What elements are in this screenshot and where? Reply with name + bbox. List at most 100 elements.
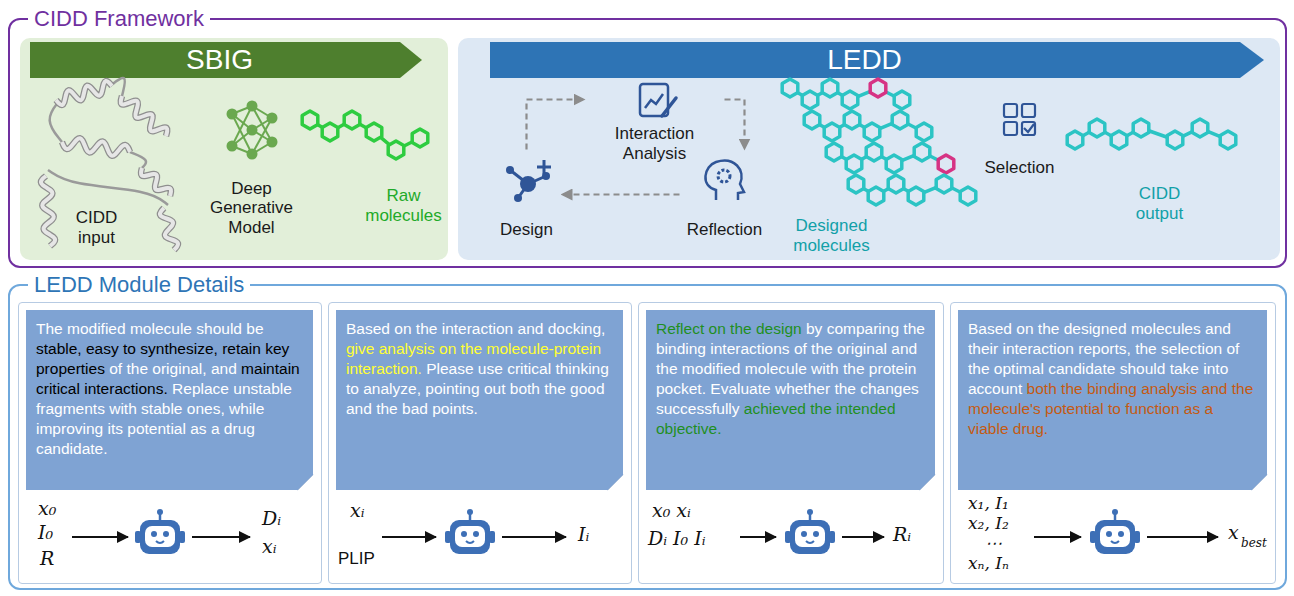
note-word: the (1034, 320, 1060, 337)
note-word: both (505, 380, 539, 397)
ring (802, 91, 818, 109)
check-cell (1022, 122, 1035, 135)
robot-antenna-tip (1112, 509, 1118, 515)
note-word: bad (398, 400, 428, 417)
protein-loop (110, 78, 125, 96)
bond (858, 92, 869, 97)
note-fold (920, 475, 936, 491)
bond (882, 157, 887, 160)
stage-title: LEDD (490, 42, 1240, 78)
note-word: pointing (421, 380, 480, 397)
network-link (232, 146, 252, 154)
icon-stroke (518, 184, 528, 198)
output-label: CIDD output (1118, 176, 1202, 224)
network-link (232, 106, 252, 146)
protein-helix-edge (160, 208, 178, 250)
note-word: comparing (822, 320, 899, 337)
note-word: and (207, 360, 237, 377)
check-cell (1004, 122, 1017, 135)
note-word: molecule (126, 320, 192, 337)
note-word: Evaluate (706, 380, 771, 397)
formula-symbol: ⋯ (985, 534, 1002, 553)
note-word: interactions. (80, 380, 168, 397)
robot-ear (785, 531, 791, 543)
network-node (247, 101, 258, 112)
note-word: on (1012, 320, 1034, 337)
note-word: and (1197, 380, 1227, 397)
note-word: easy (82, 340, 119, 357)
step-label: Reflection (680, 220, 770, 240)
robot-antenna (159, 513, 162, 520)
model-label: Deep Generative Model (200, 166, 304, 238)
note-word: thinking (551, 360, 609, 377)
network-node (227, 109, 238, 120)
note-word: as (1180, 400, 1201, 417)
note-word: drug. (1009, 420, 1049, 437)
note-word: protein (865, 360, 917, 377)
note-word: modified (678, 360, 741, 377)
robot-ear (445, 531, 451, 543)
ring (804, 111, 820, 129)
ring (888, 175, 904, 193)
robot-antenna-tip (807, 509, 813, 515)
bond (862, 157, 867, 160)
note-word: the (656, 360, 678, 377)
ring (302, 111, 318, 129)
note-word: molecule-protein (482, 340, 601, 357)
formula-symbol: Dᵢ I₀ Iᵢ (648, 528, 706, 549)
robot-icon (135, 509, 185, 554)
network-node (247, 125, 258, 136)
check-cell (1004, 104, 1017, 117)
bond (381, 138, 389, 145)
panel-title: LEDD Module Details (28, 271, 250, 299)
note-word: to (1104, 400, 1121, 417)
step-label: Design (492, 220, 562, 240)
bond (1083, 132, 1089, 135)
icon-dot (514, 194, 522, 202)
note-word: whether (771, 380, 830, 397)
clipboard (640, 84, 668, 116)
details-panel: LEDD Module DetailsThe modified molecule… (8, 284, 1287, 590)
bond (404, 142, 412, 146)
network-link (252, 118, 272, 154)
input-label: CIDD input (62, 200, 132, 248)
note-word: stable, (36, 340, 82, 357)
protein-helix (62, 138, 130, 156)
note-word: molecules (1127, 320, 1201, 337)
note-word: candidate (1044, 360, 1116, 377)
formula-symbol: x₂, I₂ (968, 514, 1009, 533)
note-word: and (1201, 320, 1231, 337)
designed-molecule (782, 79, 910, 109)
note-fold (1252, 475, 1268, 491)
robot-mouth (1111, 541, 1119, 543)
note-word: into (1199, 360, 1228, 377)
robot-antenna (1114, 513, 1117, 520)
bond (908, 124, 916, 128)
note-word: as (186, 420, 207, 437)
ring (846, 155, 862, 173)
robot-eye (163, 531, 169, 537)
robot-head (450, 520, 490, 554)
reflection-icon (705, 161, 744, 200)
flow-arrow (502, 536, 566, 538)
ring (1220, 131, 1236, 149)
note-word: a (1200, 400, 1213, 417)
bond (864, 189, 869, 192)
note-word: binding (1083, 380, 1137, 397)
robot-head (140, 520, 180, 554)
protein-helix-edge (41, 176, 55, 246)
note-word: on (435, 340, 457, 357)
note-word: and (346, 400, 372, 417)
step-label: Designed molecules (782, 216, 882, 255)
bond (1127, 132, 1133, 135)
robot-head (1095, 520, 1135, 554)
ring (894, 91, 910, 109)
loop-connector (562, 193, 680, 195)
flow-arrow (1034, 536, 1081, 538)
ring (886, 155, 902, 173)
robot-mouth (466, 541, 474, 543)
note-word: a (207, 420, 220, 437)
note-word: original (833, 340, 887, 357)
bond (930, 156, 938, 160)
note-word: interactions (706, 340, 790, 357)
